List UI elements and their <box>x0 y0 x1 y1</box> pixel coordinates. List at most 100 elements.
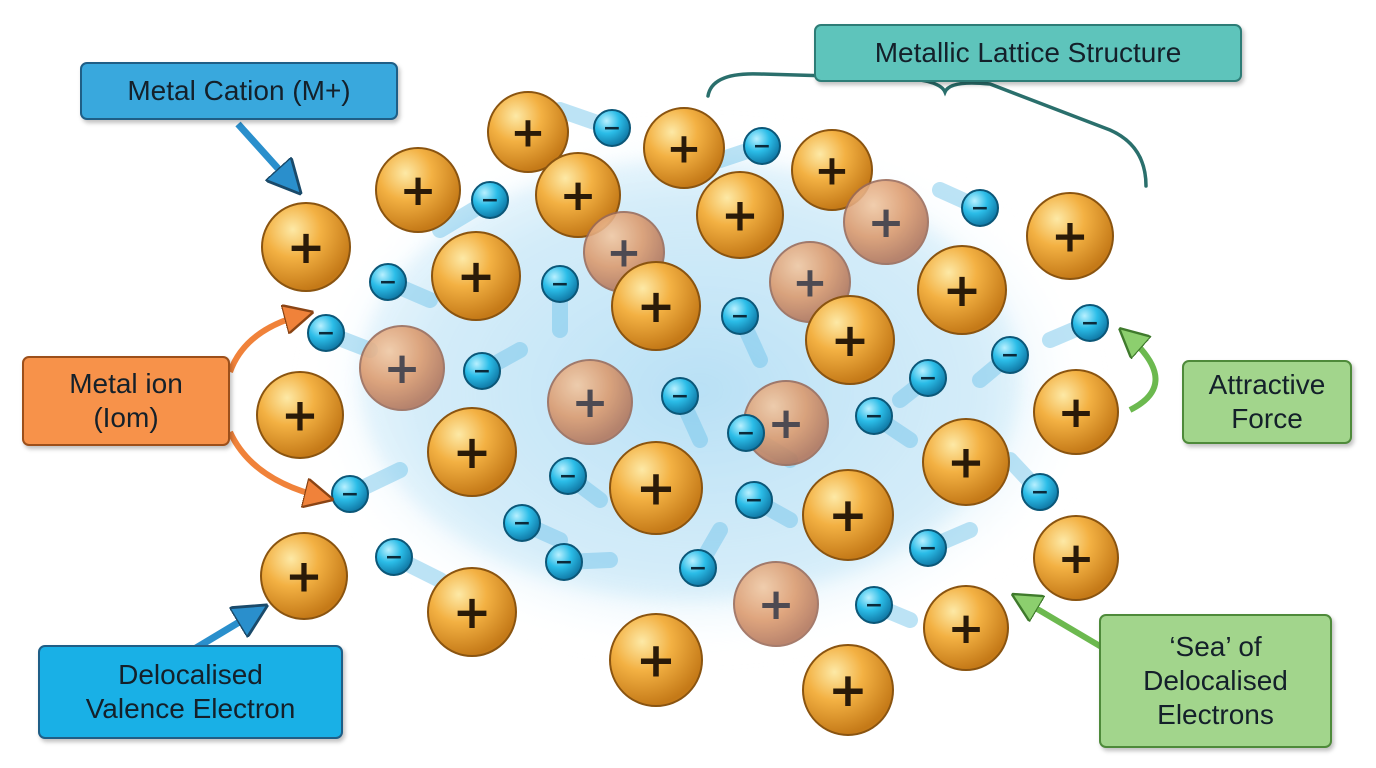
plus-sphere-icon: + <box>923 585 1009 671</box>
curly-bracket-icon <box>706 72 1148 188</box>
electron-minus-sign: − <box>689 556 707 581</box>
cation-plus-sign: + <box>560 170 597 221</box>
metal-ion-label-line1: Metal ion <box>69 368 183 399</box>
plus-sphere-icon: + <box>427 407 517 497</box>
plus-sphere-icon: + <box>609 441 703 535</box>
cation-plus-sign: + <box>831 313 870 367</box>
plus-sphere-icon: + <box>805 295 895 385</box>
electron-minus-sign: − <box>555 550 573 575</box>
plus-sphere-icon: + <box>535 152 621 238</box>
electron-minus-sign: − <box>671 384 689 409</box>
electron-minus-sign: − <box>919 536 937 561</box>
electron-minus-sign: − <box>865 593 883 618</box>
minus-sphere-icon: − <box>545 543 583 581</box>
metallic-lattice-label: Metallic Lattice Structure <box>814 24 1242 82</box>
plus-sphere-icon: + <box>917 245 1007 335</box>
minus-sphere-icon: − <box>661 377 699 415</box>
plus-sphere-icon: + <box>643 107 725 189</box>
valence-electron-label-line2: Valence Electron <box>85 693 296 724</box>
minus-sphere-icon: − <box>909 359 947 397</box>
electron-minus-sign: − <box>481 188 499 213</box>
minus-sphere-icon: − <box>991 336 1029 374</box>
cation-plus-sign: + <box>384 343 421 394</box>
minus-sphere-icon: − <box>549 457 587 495</box>
electron-minus-sign: − <box>559 464 577 489</box>
minus-sphere-icon: − <box>375 538 413 576</box>
cation-plus-sign: + <box>637 279 676 333</box>
minus-sphere-icon: − <box>727 414 765 452</box>
electron-sea-label-line3: Electrons <box>1157 699 1274 730</box>
plus-sphere-icon: + <box>611 261 701 351</box>
arrow-icon <box>194 612 256 652</box>
cation-plus-sign: + <box>636 461 676 517</box>
plus-sphere-icon: + <box>547 359 633 445</box>
minus-sphere-icon: − <box>735 481 773 519</box>
arrow-icon <box>235 121 292 184</box>
cation-plus-sign: + <box>814 145 849 194</box>
minus-sphere-icon: − <box>679 549 717 587</box>
electron-minus-sign: − <box>753 134 771 159</box>
cation-plus-sign: + <box>768 398 805 449</box>
cation-plus-sign: + <box>1058 387 1095 438</box>
plus-sphere-icon: + <box>260 532 348 620</box>
minus-sphere-icon: − <box>463 352 501 390</box>
arrow-icon <box>227 430 322 497</box>
valence-electron-label-line1: Delocalised <box>118 659 263 690</box>
metal-cation-label: Metal Cation (M+) <box>80 62 398 120</box>
minus-sphere-icon: − <box>471 181 509 219</box>
cation-plus-sign: + <box>457 249 496 303</box>
attractive-force-label-line2: Force <box>1231 403 1303 434</box>
cation-plus-sign: + <box>1058 533 1095 584</box>
minus-sphere-icon: − <box>961 189 999 227</box>
plus-sphere-icon: + <box>1033 515 1119 601</box>
plus-sphere-icon: + <box>1033 369 1119 455</box>
cation-plus-sign: + <box>510 107 545 156</box>
electron-minus-sign: − <box>731 304 749 329</box>
electron-minus-sign: − <box>317 321 335 346</box>
plus-sphere-icon: + <box>733 561 819 647</box>
electron-minus-sign: − <box>513 511 531 536</box>
minus-sphere-icon: − <box>369 263 407 301</box>
cation-plus-sign: + <box>285 549 323 602</box>
cation-plus-sign: + <box>721 188 759 241</box>
plus-sphere-icon: + <box>427 567 517 657</box>
plus-sphere-icon: + <box>1026 192 1114 280</box>
electron-sea-label-line1: ‘Sea’ of <box>1169 631 1262 662</box>
cation-plus-sign: + <box>453 425 492 479</box>
plus-sphere-icon: + <box>922 418 1010 506</box>
cation-plus-sign: + <box>572 377 609 428</box>
electron-minus-sign: − <box>473 359 491 384</box>
electron-sea-label: ‘Sea’ of Delocalised Electrons <box>1099 614 1332 748</box>
cation-plus-sign: + <box>828 663 867 718</box>
cation-plus-sign: + <box>943 263 982 317</box>
cation-plus-sign: + <box>1051 209 1089 262</box>
electron-minus-sign: − <box>745 488 763 513</box>
metal-cation-label-text: Metal Cation (M+) <box>127 75 351 106</box>
electron-minus-sign: − <box>919 366 937 391</box>
minus-sphere-icon: − <box>855 586 893 624</box>
cation-plus-sign: + <box>828 488 867 543</box>
cation-plus-sign: + <box>868 197 905 248</box>
arrow-icon <box>1022 600 1112 655</box>
electron-minus-sign: − <box>603 116 621 141</box>
minus-sphere-icon: − <box>743 127 781 165</box>
cation-plus-sign: + <box>400 165 437 216</box>
minus-sphere-icon: − <box>909 529 947 567</box>
minus-sphere-icon: − <box>1021 473 1059 511</box>
electron-minus-sign: − <box>551 272 569 297</box>
minus-sphere-icon: − <box>721 297 759 335</box>
metal-ion-label-line2: (Iom) <box>93 402 159 433</box>
minus-sphere-icon: − <box>541 265 579 303</box>
plus-sphere-icon: + <box>843 179 929 265</box>
minus-sphere-icon: − <box>503 504 541 542</box>
electron-minus-sign: − <box>865 404 883 429</box>
cation-plus-sign: + <box>947 435 985 488</box>
electron-minus-sign: − <box>971 196 989 221</box>
cation-plus-sign: + <box>287 220 326 274</box>
arrow-icon <box>1128 336 1159 413</box>
plus-sphere-icon: + <box>359 325 445 411</box>
minus-sphere-icon: − <box>307 314 345 352</box>
plus-sphere-icon: + <box>802 469 894 561</box>
